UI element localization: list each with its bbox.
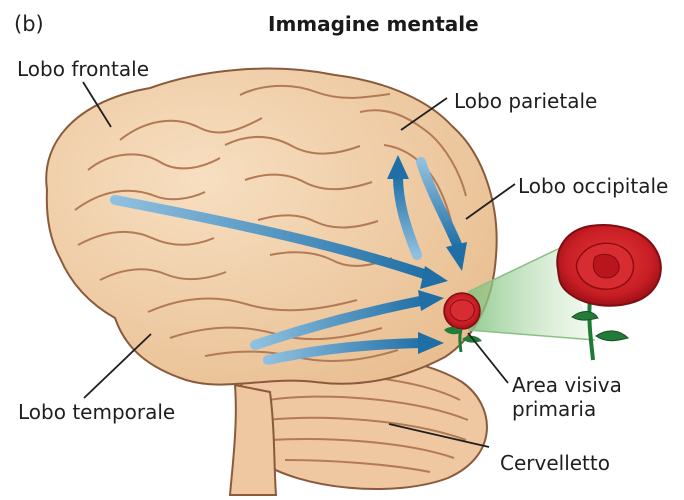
brain-stem <box>230 385 276 495</box>
panel-label: (b) <box>14 12 44 36</box>
label-temporal-lobe: Lobo temporale <box>18 400 175 424</box>
label-primary-visual-area-line2: primaria <box>512 397 622 421</box>
label-primary-visual-area: Area visiva primaria <box>512 373 622 421</box>
label-cerebellum: Cervelletto <box>500 451 610 475</box>
label-frontal-lobe: Lobo frontale <box>17 57 149 81</box>
leader-line-visual <box>468 333 508 383</box>
rose-real <box>557 225 661 360</box>
leader-line-temporal <box>84 334 151 398</box>
label-parietal-lobe: Lobo parietale <box>454 89 597 113</box>
label-primary-visual-area-line1: Area visiva <box>512 373 622 397</box>
label-occipital-lobe: Lobo occipitale <box>518 174 668 198</box>
diagram-title: Immagine mentale <box>268 12 479 36</box>
